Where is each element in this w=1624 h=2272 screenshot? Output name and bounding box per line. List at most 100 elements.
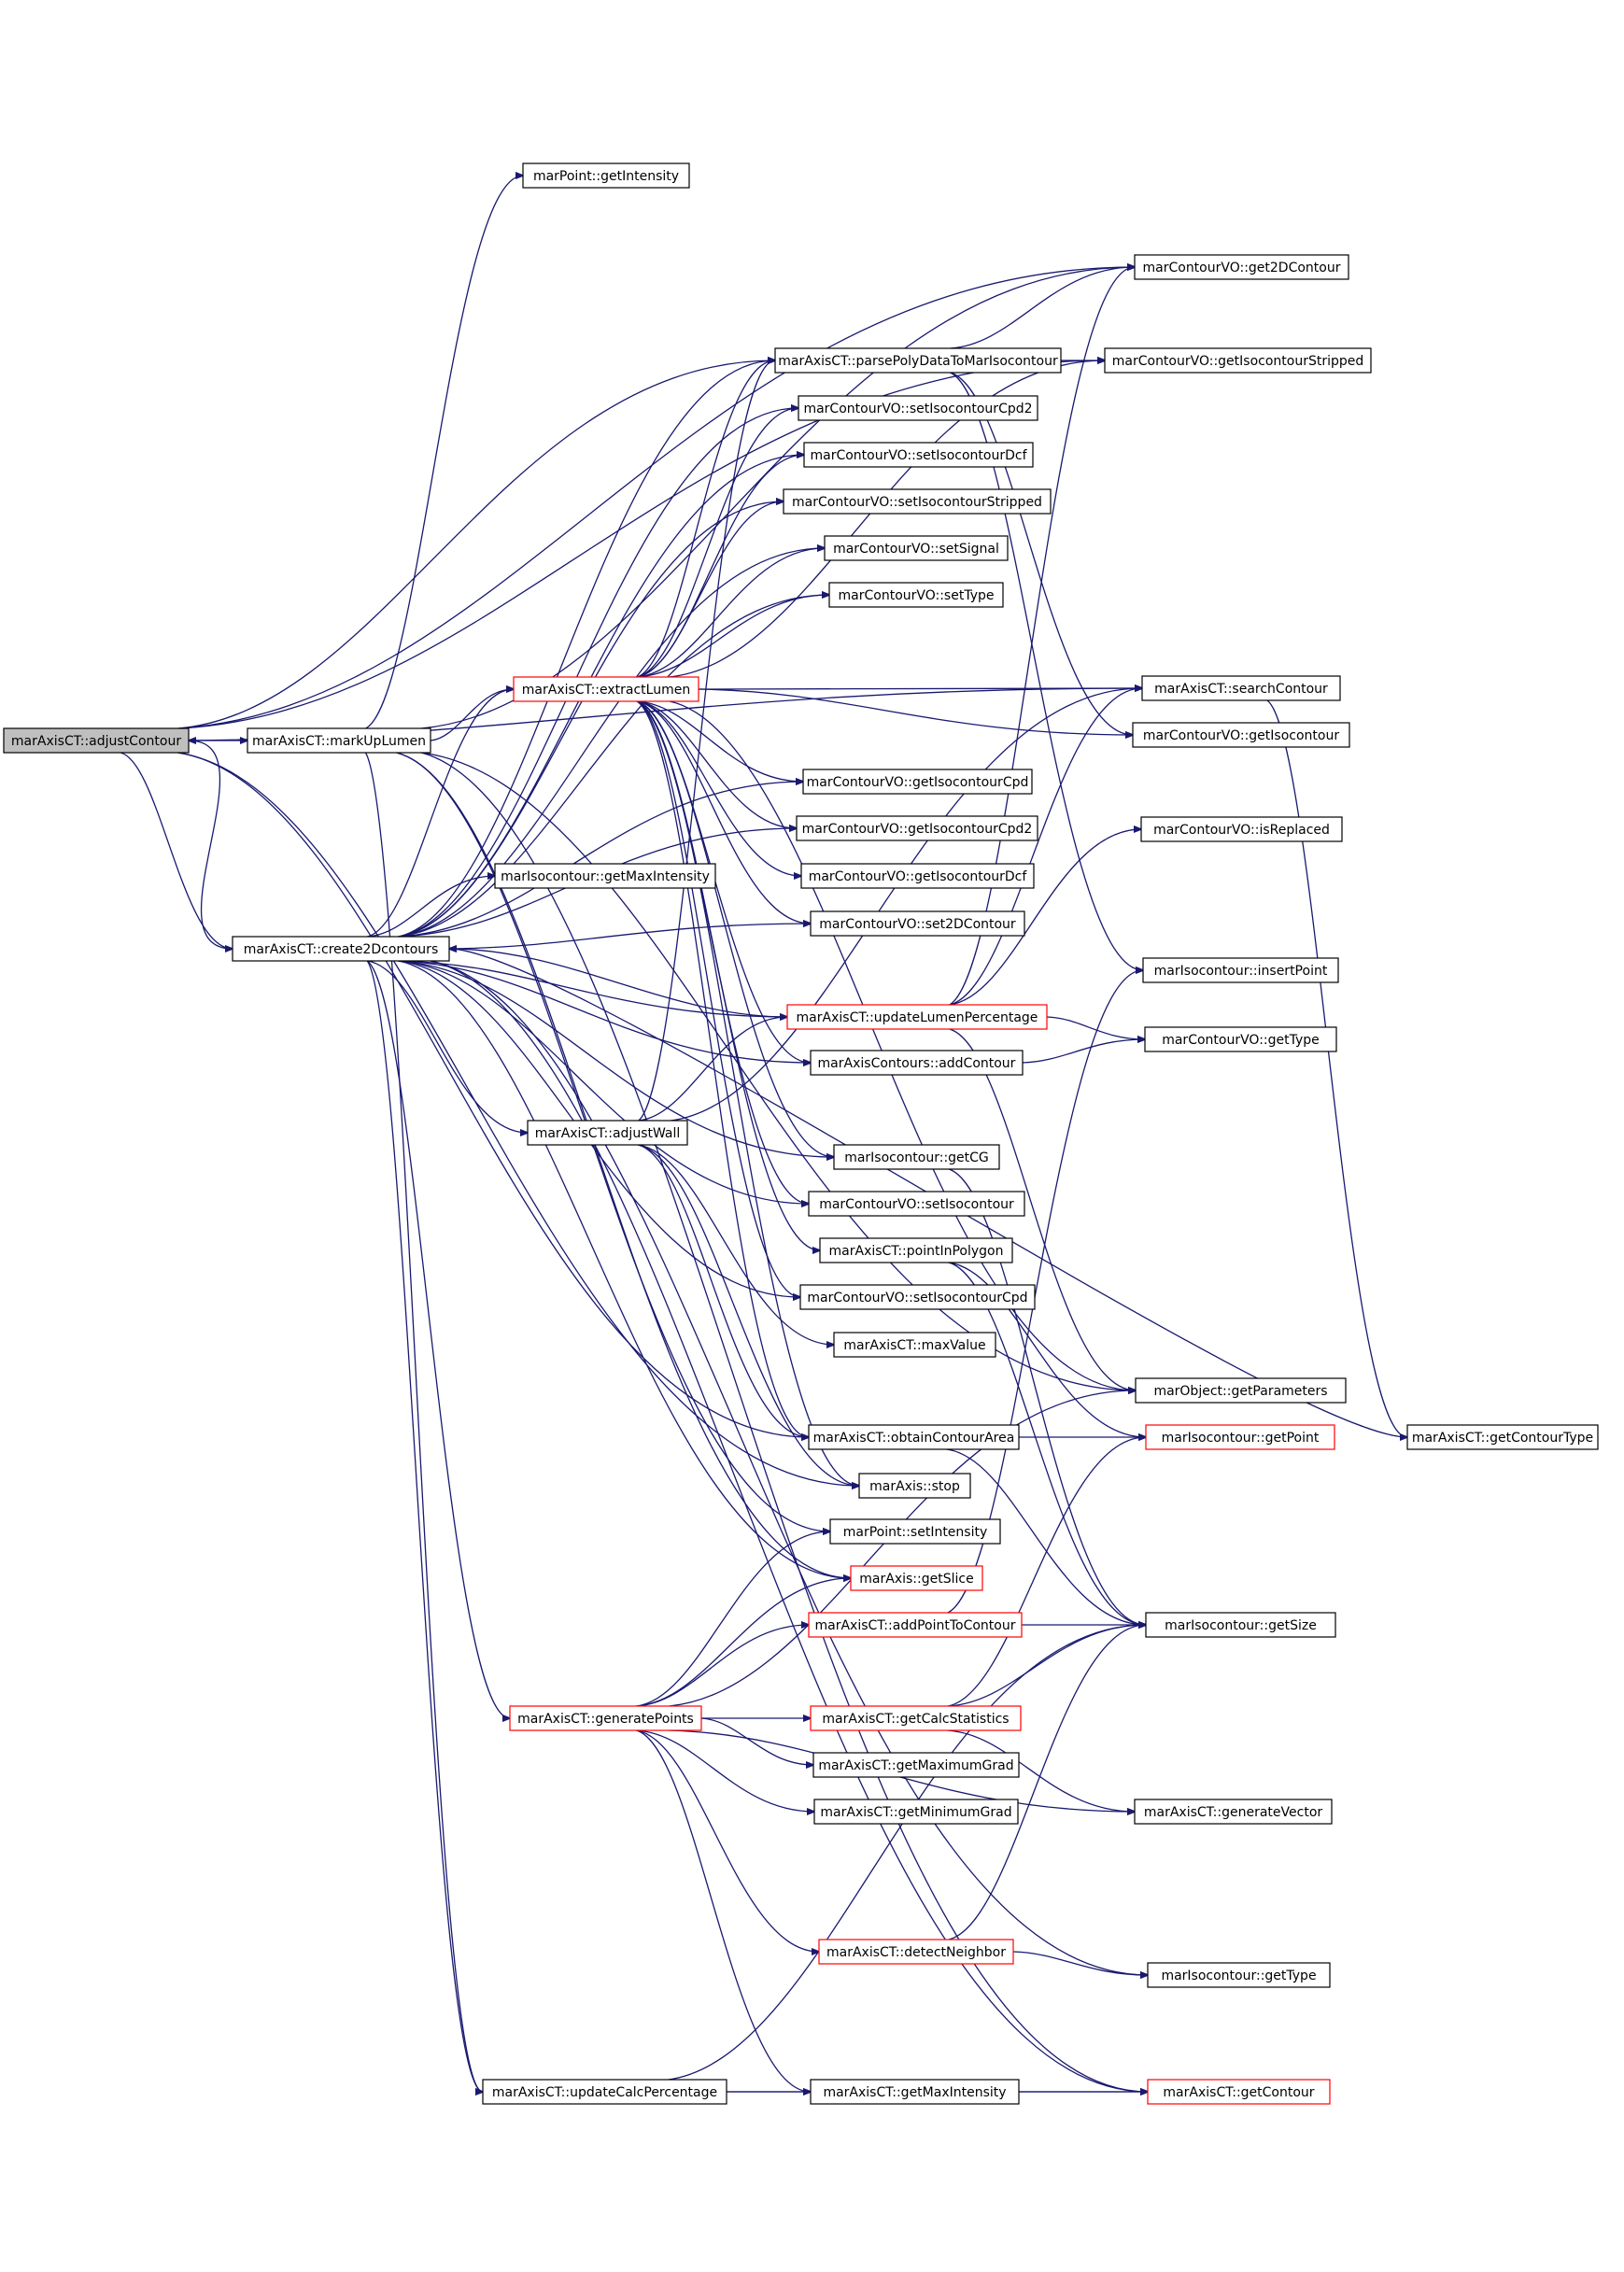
node-parse-poly-data[interactable]: marAxisCT::parsePolyDataToMarIsocontour (774, 347, 1062, 374)
node-get-type-iso[interactable]: marIsocontour::getType (1147, 1962, 1331, 1988)
node-get-point[interactable]: marIsocontour::getPoint (1145, 1424, 1335, 1450)
node-box[interactable] (527, 1120, 688, 1146)
node-box[interactable] (810, 1050, 1024, 1076)
node-get-type-vo[interactable]: marContourVO::getType (1144, 1026, 1337, 1052)
node-get-isocontour-stripped[interactable]: marContourVO::getIsocontourStripped (1104, 347, 1372, 374)
node-stop[interactable]: marAxis::stop (858, 1473, 971, 1499)
node-box[interactable] (850, 1565, 983, 1591)
node-box[interactable] (833, 1144, 1000, 1170)
node-box[interactable] (799, 1284, 1036, 1310)
node-box[interactable] (812, 1752, 1020, 1778)
node-box[interactable] (774, 347, 1062, 374)
node-box[interactable] (802, 769, 1033, 795)
node-get-max-intensity-ct[interactable]: marAxisCT::getMaxIntensity (810, 2079, 1020, 2105)
node-adjust-contour[interactable]: marAxisCT::adjustContour (3, 727, 190, 754)
node-box[interactable] (1134, 254, 1349, 280)
node-box[interactable] (1144, 1026, 1337, 1052)
node-box[interactable] (494, 863, 716, 889)
node-get-cg[interactable]: marIsocontour::getCG (833, 1144, 1000, 1170)
node-create2-dcontours[interactable]: marAxisCT::create2Dcontours (232, 936, 450, 962)
node-box[interactable] (247, 727, 431, 754)
node-box[interactable] (810, 1705, 1022, 1731)
node-set-isocontour-cpd[interactable]: marContourVO::setIsocontourCpd (799, 1284, 1036, 1310)
node-box[interactable] (800, 863, 1035, 889)
node-box[interactable] (509, 1705, 702, 1731)
node-get-calc-statistics[interactable]: marAxisCT::getCalcStatistics (810, 1705, 1022, 1731)
node-box[interactable] (813, 1799, 1019, 1825)
node-set-isocontour-stripped[interactable]: marContourVO::setIsocontourStripped (783, 488, 1052, 515)
node-box[interactable] (1406, 1424, 1599, 1450)
node-box[interactable] (798, 395, 1038, 421)
node-get-max-intensity-iso[interactable]: marIsocontour::getMaxIntensity (494, 863, 716, 889)
node-box[interactable] (1145, 1424, 1335, 1450)
node-get-intensity[interactable]: marPoint::getIntensity (522, 162, 690, 189)
node-box[interactable] (482, 2079, 727, 2105)
node-update-lumen-percentage[interactable]: marAxisCT::updateLumenPercentage (786, 1004, 1048, 1030)
node-box[interactable] (522, 162, 690, 189)
node-set-signal[interactable]: marContourVO::setSignal (824, 535, 1009, 561)
node-box[interactable] (808, 1612, 1023, 1638)
node-set-intensity[interactable]: marPoint::setIntensity (829, 1518, 1001, 1545)
node-box[interactable] (796, 815, 1038, 841)
node-get-contour-type[interactable]: marAxisCT::getContourType (1406, 1424, 1599, 1450)
node-get-isocontour[interactable]: marContourVO::getIsocontour (1132, 722, 1350, 748)
node-get-parameters[interactable]: marObject::getParameters (1135, 1377, 1347, 1404)
node-get-maximum-grad[interactable]: marAxisCT::getMaximumGrad (812, 1752, 1020, 1778)
node-set-isocontour-dcf[interactable]: marContourVO::setIsocontourDcf (803, 442, 1034, 468)
node-generate-points[interactable]: marAxisCT::generatePoints (509, 1705, 702, 1731)
node-box[interactable] (3, 727, 190, 754)
node-box[interactable] (1132, 722, 1350, 748)
node-adjust-wall[interactable]: marAxisCT::adjustWall (527, 1120, 688, 1146)
node-set-isocontour-cpd2[interactable]: marContourVO::setIsocontourCpd2 (798, 395, 1038, 421)
node-update-calc-percentage[interactable]: marAxisCT::updateCalcPercentage (482, 2079, 727, 2105)
node-max-value[interactable]: marAxisCT::maxValue (833, 1332, 996, 1358)
node-box[interactable] (810, 2079, 1020, 2105)
node-box[interactable] (808, 1424, 1020, 1450)
node-box[interactable] (1145, 1612, 1336, 1638)
node-extract-lumen[interactable]: marAxisCT::extractLumen (513, 676, 699, 702)
node-get2-dcontour[interactable]: marContourVO::get2DContour (1134, 254, 1349, 280)
node-get-isocontour-cpd[interactable]: marContourVO::getIsocontourCpd (802, 769, 1033, 795)
node-box[interactable] (818, 1939, 1014, 1965)
node-obtain-contour-area[interactable]: marAxisCT::obtainContourArea (808, 1424, 1020, 1450)
node-get-isocontour-cpd2[interactable]: marContourVO::getIsocontourCpd2 (796, 815, 1038, 841)
node-box[interactable] (1135, 1377, 1347, 1404)
node-box[interactable] (803, 442, 1034, 468)
node-box[interactable] (808, 1191, 1025, 1217)
node-box[interactable] (1147, 1962, 1331, 1988)
node-box[interactable] (1104, 347, 1372, 374)
node-box[interactable] (833, 1332, 996, 1358)
node-box[interactable] (1147, 2079, 1331, 2105)
node-box[interactable] (783, 488, 1052, 515)
node-get-contour[interactable]: marAxisCT::getContour (1147, 2079, 1331, 2105)
node-set2-dcontour[interactable]: marContourVO::set2DContour (810, 910, 1025, 937)
node-box[interactable] (858, 1473, 971, 1499)
node-search-contour[interactable]: marAxisCT::searchContour (1141, 675, 1341, 701)
node-box[interactable] (1140, 816, 1343, 842)
node-add-contour[interactable]: marAxisContours::addContour (810, 1050, 1024, 1076)
node-get-slice[interactable]: marAxis::getSlice (850, 1565, 983, 1591)
node-get-minimum-grad[interactable]: marAxisCT::getMinimumGrad (813, 1799, 1019, 1825)
node-set-type[interactable]: marContourVO::setType (828, 582, 1004, 608)
node-get-size[interactable]: marIsocontour::getSize (1145, 1612, 1336, 1638)
node-set-isocontour[interactable]: marContourVO::setIsocontour (808, 1191, 1025, 1217)
node-insert-point[interactable]: marIsocontour::insertPoint (1142, 957, 1339, 983)
node-box[interactable] (828, 582, 1004, 608)
node-detect-neighbor[interactable]: marAxisCT::detectNeighbor (818, 1939, 1014, 1965)
node-is-replaced[interactable]: marContourVO::isReplaced (1140, 816, 1343, 842)
node-box[interactable] (1141, 675, 1341, 701)
node-get-isocontour-dcf[interactable]: marContourVO::getIsocontourDcf (800, 863, 1035, 889)
node-box[interactable] (819, 1237, 1013, 1263)
node-point-in-polygon[interactable]: marAxisCT::pointInPolygon (819, 1237, 1013, 1263)
node-box[interactable] (810, 910, 1025, 937)
node-mark-up-lumen[interactable]: marAxisCT::markUpLumen (247, 727, 431, 754)
node-box[interactable] (824, 535, 1009, 561)
node-generate-vector[interactable]: marAxisCT::generateVector (1134, 1799, 1333, 1825)
node-box[interactable] (786, 1004, 1048, 1030)
node-box[interactable] (232, 936, 450, 962)
node-box[interactable] (829, 1518, 1001, 1545)
node-box[interactable] (513, 676, 699, 702)
node-box[interactable] (1134, 1799, 1333, 1825)
node-add-point-to-contour[interactable]: marAxisCT::addPointToContour (808, 1612, 1023, 1638)
node-box[interactable] (1142, 957, 1339, 983)
